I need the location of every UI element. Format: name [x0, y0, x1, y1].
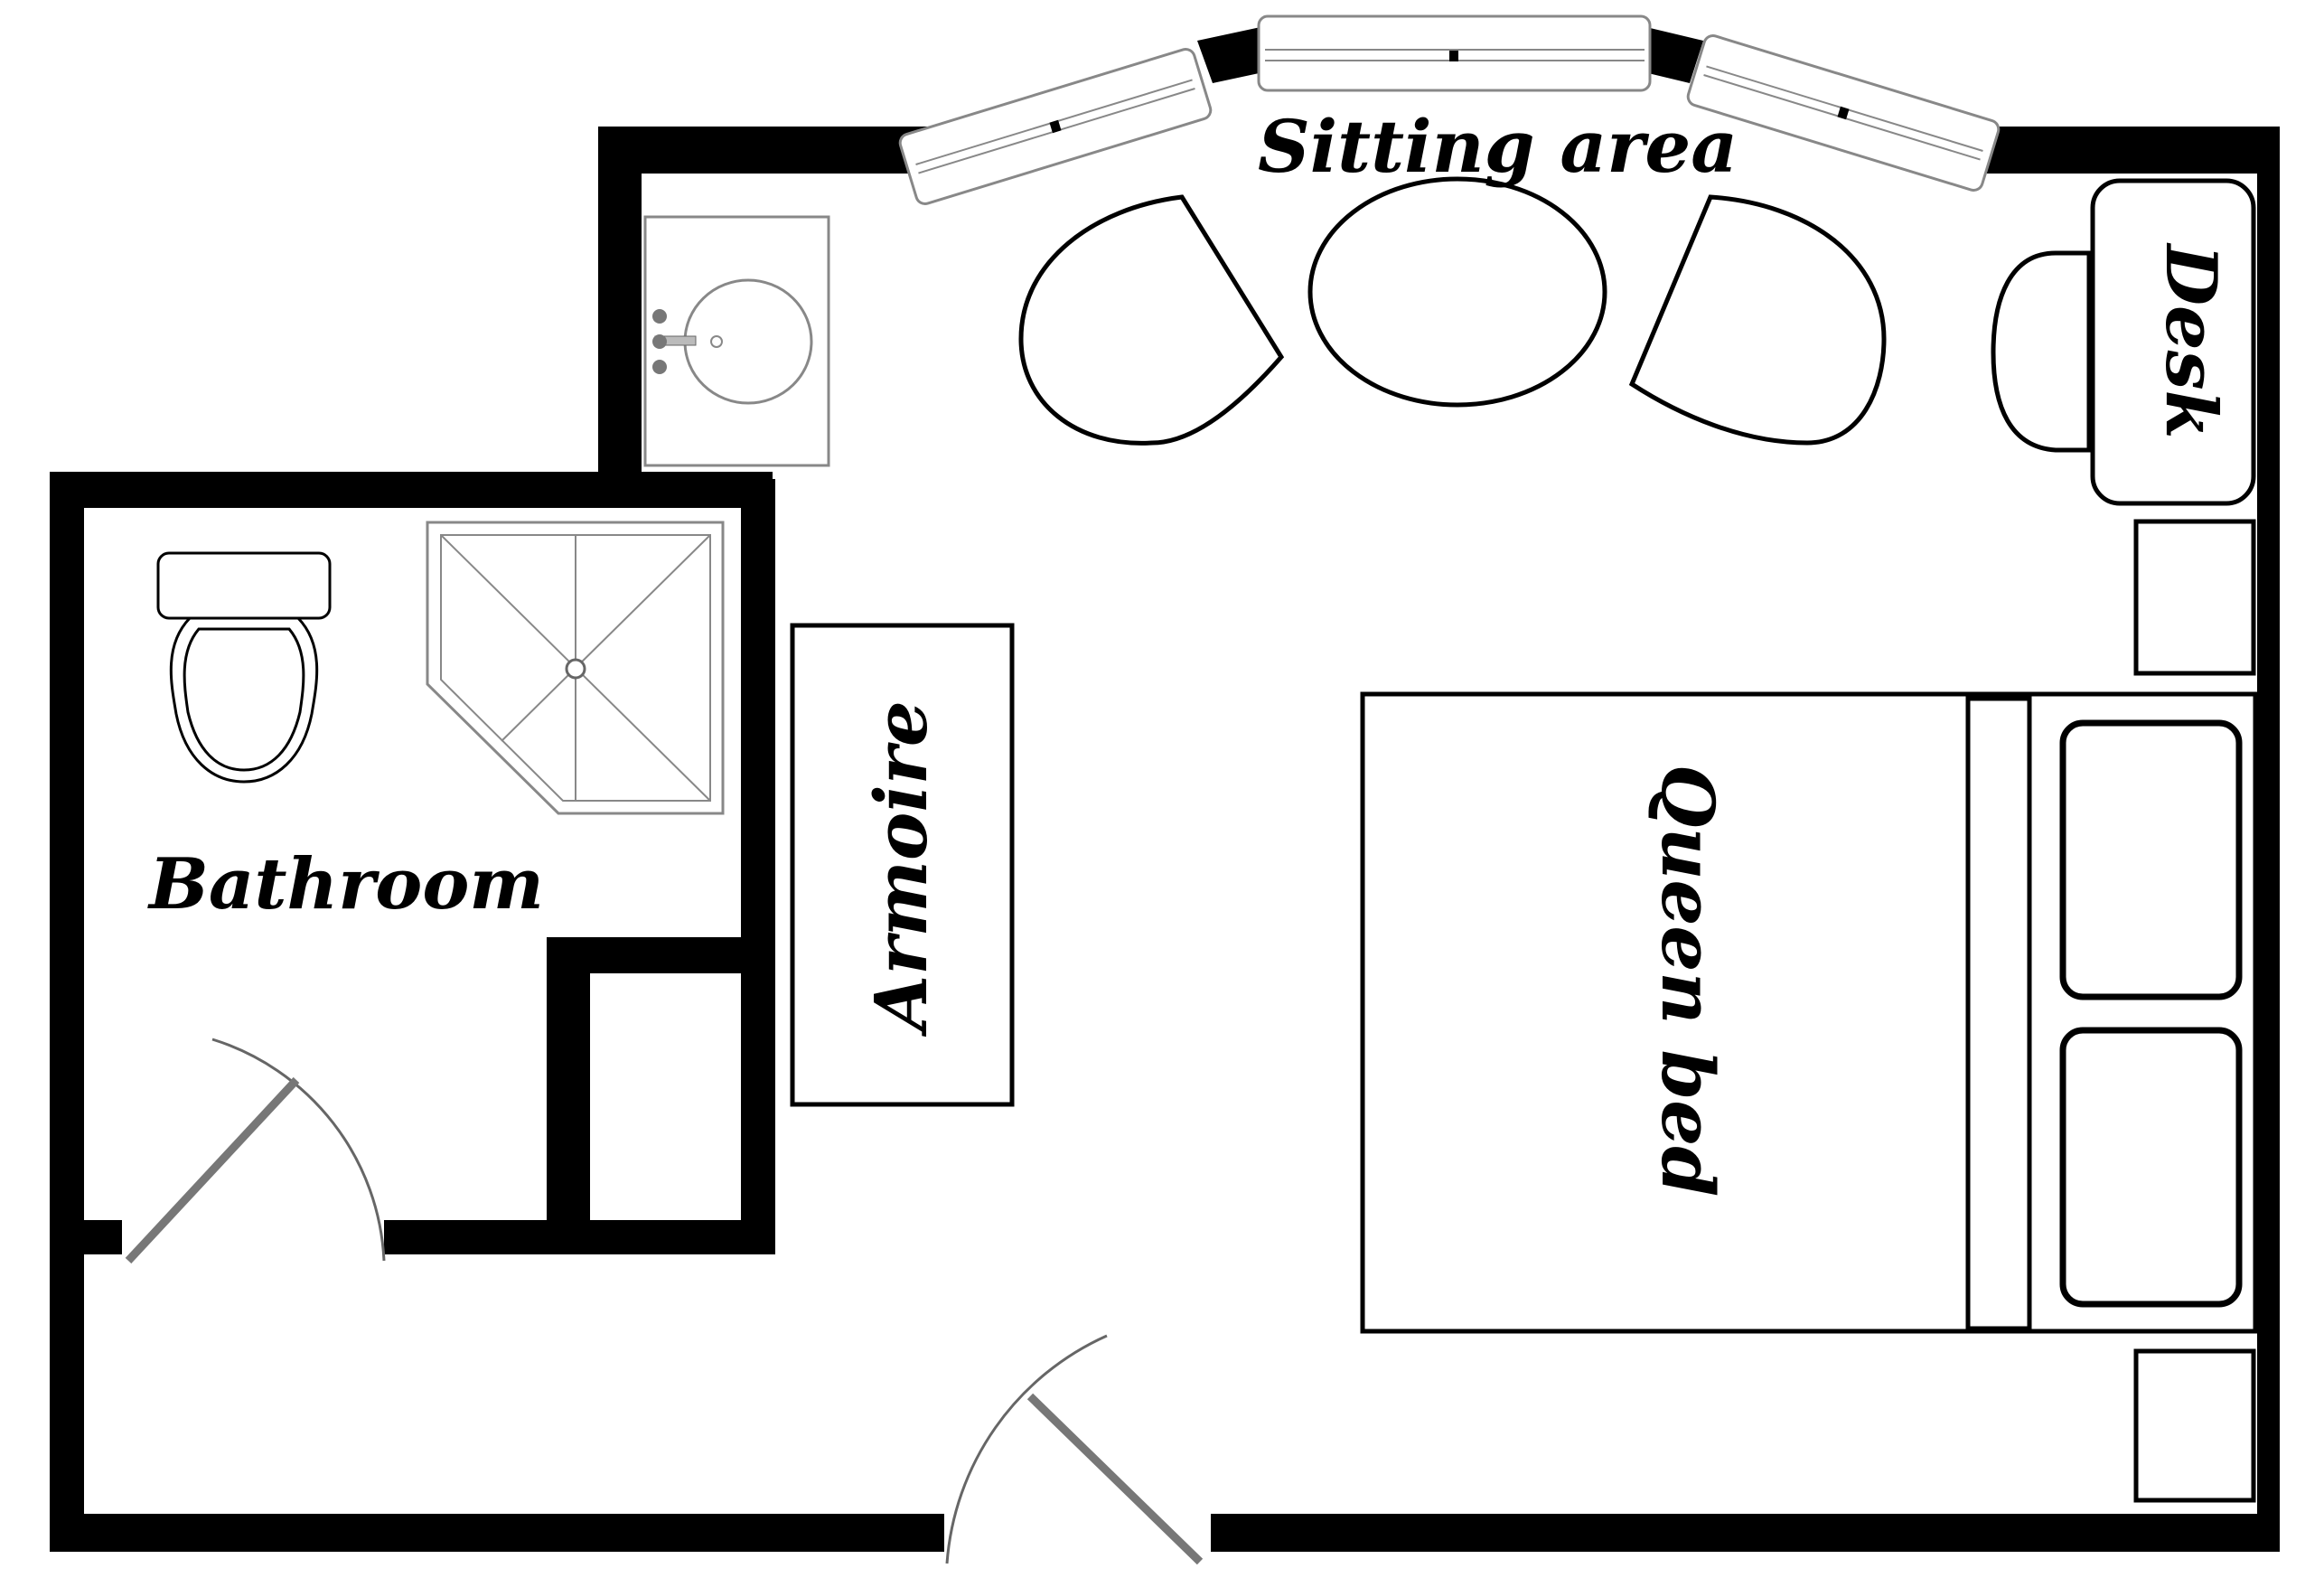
bed-fold — [1965, 696, 2032, 1331]
bay-connector-mid-right — [1645, 27, 1703, 83]
label-armoire: Armoire — [858, 700, 943, 1038]
wall-top-right — [2001, 127, 2280, 174]
wall-right — [2257, 127, 2280, 1552]
coffee-table — [1307, 176, 1607, 408]
bed-mattress — [1360, 691, 2258, 1334]
sink-basin-icon — [683, 278, 813, 405]
armoire — [790, 623, 1015, 1107]
wall-sink-left — [598, 127, 642, 479]
wall-top-left — [598, 127, 910, 174]
queen-bed — [1360, 691, 2258, 1503]
doors — [125, 1038, 1204, 1565]
wall-bottom-right — [1211, 1514, 2280, 1552]
walls — [50, 27, 2280, 1552]
wall-bathroom-top — [50, 472, 773, 508]
bathroom-fixtures — [156, 521, 725, 815]
entry-door-swing — [945, 1334, 1108, 1564]
toilet-tank — [156, 551, 332, 620]
bathroom-door-swing — [211, 1038, 386, 1262]
pillow-top — [2059, 719, 2243, 1000]
label-bathroom: Bathroom — [147, 843, 544, 925]
armchair-left — [1018, 194, 1285, 446]
armchair-right — [1628, 194, 1887, 446]
label-queen-bed: Queen bed — [1645, 765, 1730, 1197]
bay-window — [898, 14, 2001, 205]
nightstand-top — [2133, 519, 2256, 676]
desk-chair — [1991, 250, 2092, 453]
nightstand-bottom — [2133, 1348, 2256, 1503]
shower-drain-icon — [565, 658, 586, 680]
pillow-bottom — [2059, 1027, 2243, 1308]
desk — [2090, 178, 2256, 506]
bay-connector-mid-left — [1197, 27, 1263, 83]
sink-vanity — [643, 215, 830, 467]
desk-area — [1991, 178, 2256, 676]
entry-door-leaf — [1026, 1393, 1204, 1565]
sitting-furniture — [1018, 176, 1887, 446]
toilet-bowl-icon — [169, 616, 319, 784]
wall-closet-left — [547, 937, 590, 1254]
bathroom-door-leaf — [125, 1076, 300, 1264]
label-desk: Desk — [2150, 242, 2232, 438]
wall-bathroom-bottom-left — [50, 1220, 122, 1254]
shower — [426, 521, 725, 815]
label-sitting-area: Sitting area — [1258, 104, 1738, 189]
wall-bottom-left — [50, 1514, 944, 1552]
wall-left — [50, 472, 84, 1552]
wall-bathroom-right — [741, 479, 775, 1252]
